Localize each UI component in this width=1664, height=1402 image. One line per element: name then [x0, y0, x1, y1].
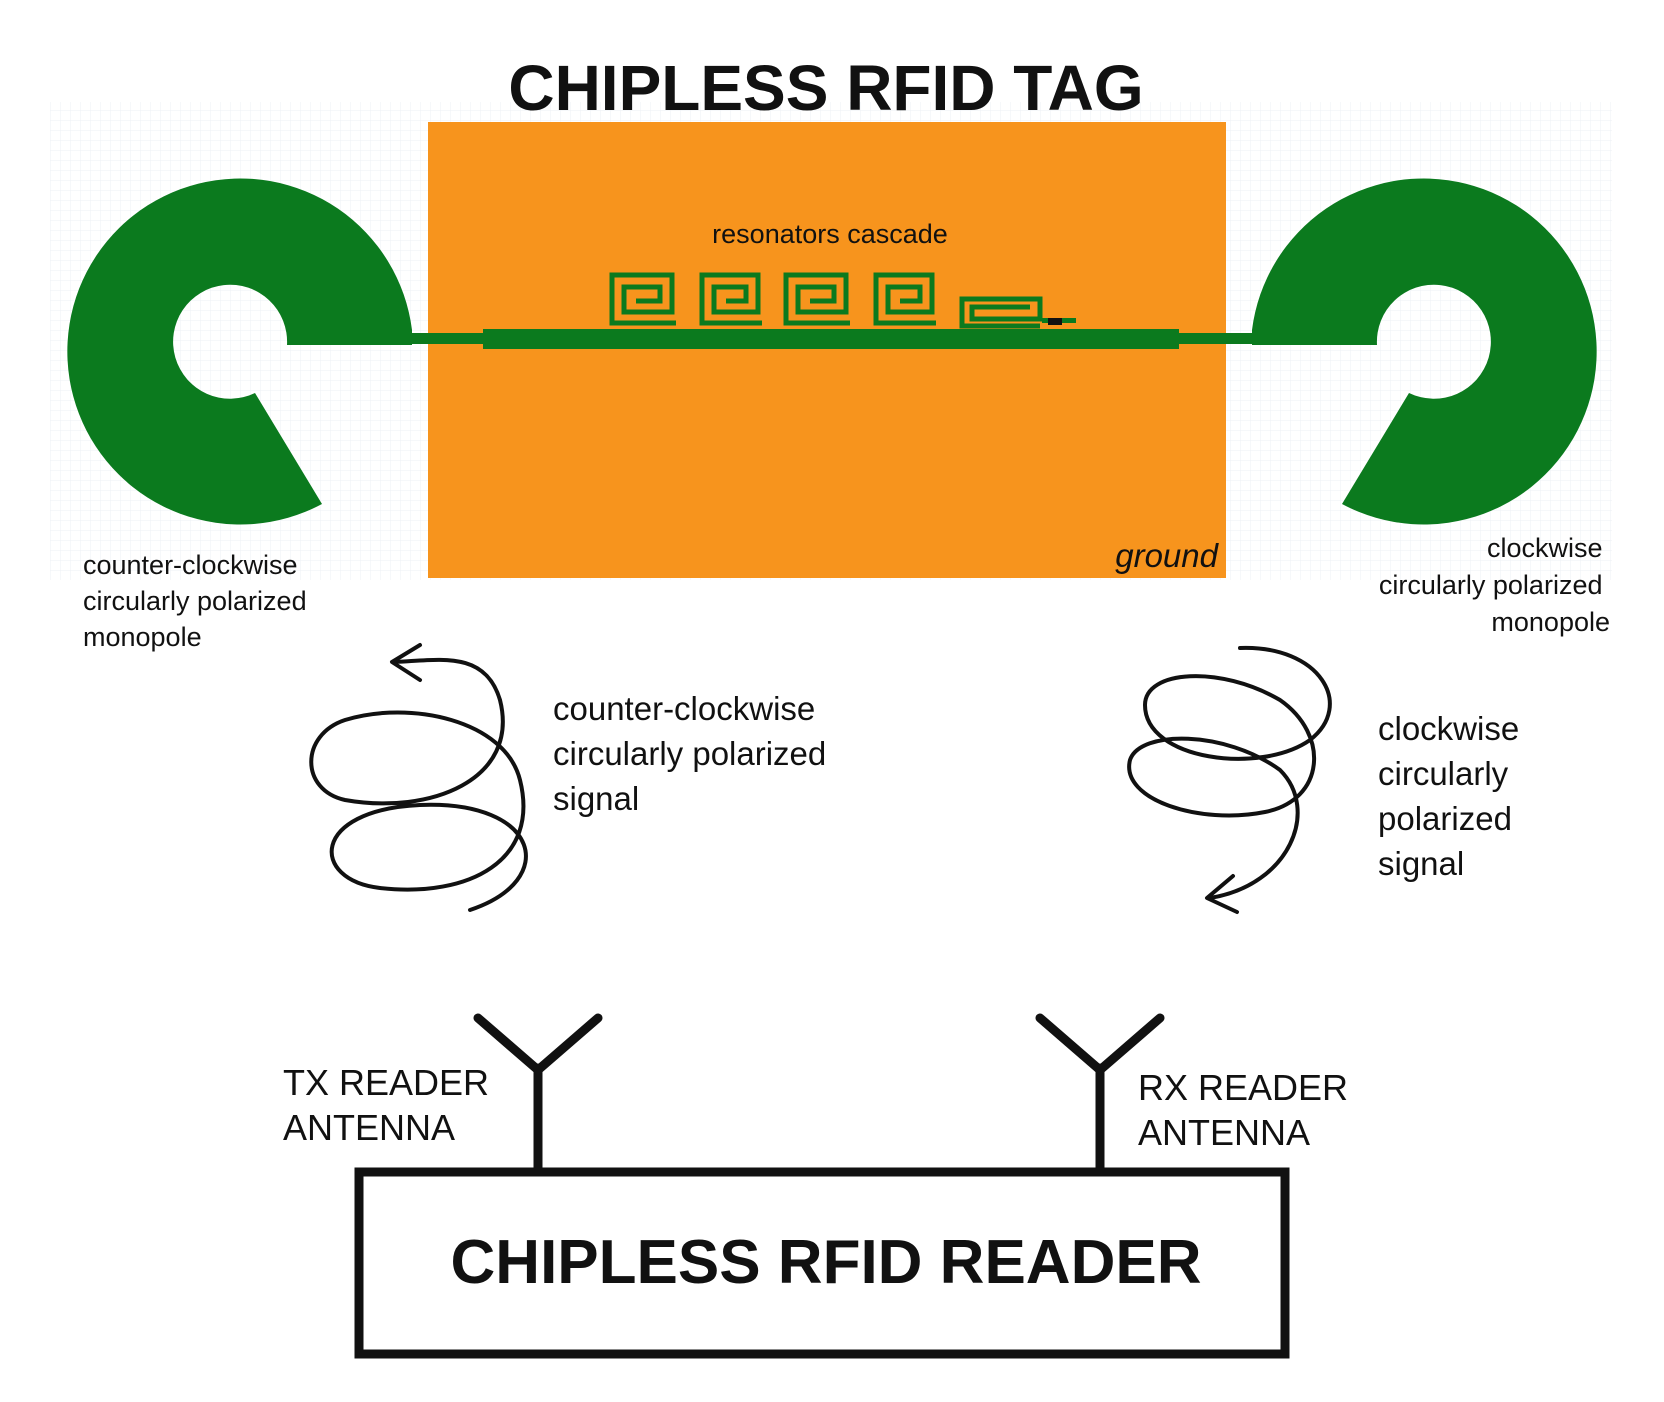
rx-antenna-label: RX READER ANTENNA [1138, 1067, 1358, 1153]
tx-antenna-label: TX READER ANTENNA [283, 1062, 499, 1148]
spiral-resonator [959, 296, 1043, 329]
reader-box [354, 1167, 1290, 1359]
left-monopole-antenna [67, 178, 412, 525]
transmission-line [290, 329, 1367, 349]
reader-title: CHIPLESS RFID READER [451, 1228, 1202, 1297]
left-monopole-label: counter-clockwise circularly polarized m… [83, 550, 314, 652]
right-monopole-label: clockwise circularly polarized monopole [1379, 533, 1610, 637]
spiral-resonator [783, 272, 850, 326]
tx-reader-antenna-icon [473, 1013, 603, 1177]
ground-substrate [428, 122, 1226, 578]
resonators-cascade [609, 272, 1043, 329]
ccw-polarized-signal-icon [309, 643, 528, 912]
cw-polarized-signal-icon [1127, 645, 1332, 914]
ccw-signal-label: counter-clockwise circularly polarized s… [553, 690, 835, 817]
spiral-resonator [873, 272, 936, 326]
resonator-stub-gap [1048, 318, 1062, 325]
spiral-resonator [699, 272, 762, 326]
rx-reader-antenna-icon [1035, 1013, 1165, 1177]
tag-title: CHIPLESS RFID TAG [508, 52, 1143, 124]
spiral-resonator [609, 272, 676, 326]
cw-signal-label: clockwise circularly polarized signal [1378, 710, 1528, 882]
ground-label: ground [1115, 537, 1219, 574]
resonators-label: resonators cascade [712, 219, 948, 249]
right-monopole-antenna [1252, 178, 1597, 525]
